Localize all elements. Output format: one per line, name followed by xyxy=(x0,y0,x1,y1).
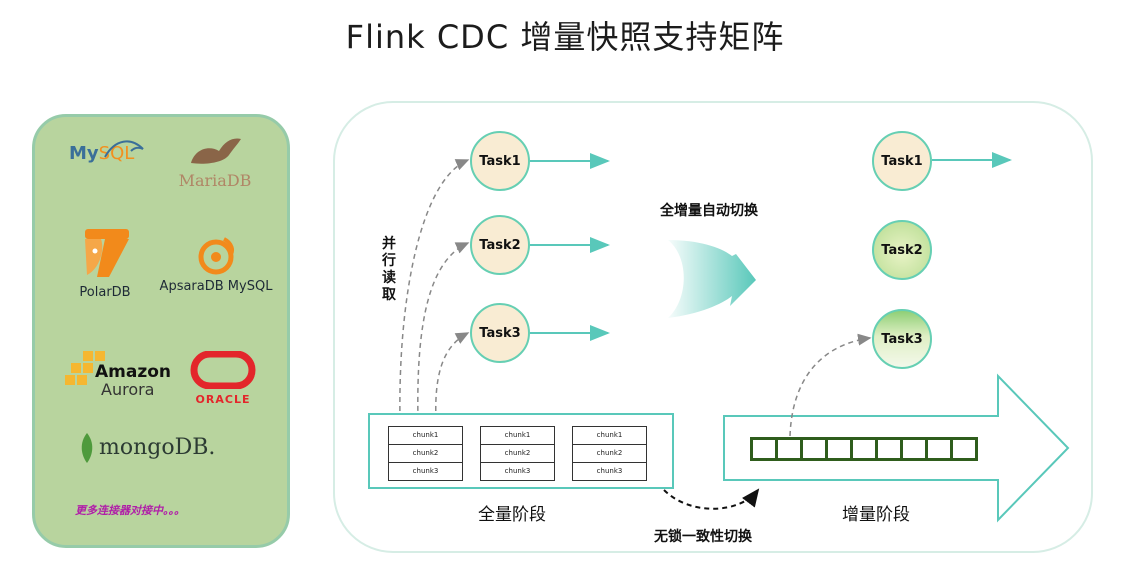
parallel-read-curve-3 xyxy=(435,332,470,421)
chunk-cell: chunk3 xyxy=(412,467,439,475)
queue-slot xyxy=(878,440,903,458)
binlog-queue xyxy=(750,437,978,461)
mongodb-label: mongoDB. xyxy=(99,435,216,460)
polardb-logo: PolarDB xyxy=(69,225,141,300)
lockfree-switch-label: 无锁一致性切换 xyxy=(654,529,752,545)
mariadb-label: MariaDB xyxy=(178,171,252,190)
parallel-read-curve-1 xyxy=(399,159,470,421)
incremental-read-curve xyxy=(789,333,872,437)
inc-task-1: Task1 xyxy=(872,131,932,191)
chunk-cell: chunk1 xyxy=(389,427,462,445)
more-connectors-note: 更多连接器对接中。。。 xyxy=(75,504,185,517)
inc-task-3: Task3 xyxy=(872,309,932,369)
oracle-label: ORACLE xyxy=(195,393,251,406)
seal-icon xyxy=(191,138,241,164)
apsaradb-logo: ApsaraDB MySQL xyxy=(155,235,277,294)
chunk-group-3: chunk1 chunk2 chunk3 xyxy=(572,426,647,481)
incremental-stage-label: 增量阶段 xyxy=(842,505,910,525)
lockfree-switch-curve xyxy=(663,488,760,510)
full-task-3: Task3 xyxy=(470,303,530,363)
dolphin-icon xyxy=(104,140,144,158)
inc-task-2: Task2 xyxy=(872,220,932,280)
mysql-logo: MySQL xyxy=(69,140,144,164)
leaf-icon xyxy=(81,433,93,463)
auto-switch-arrow xyxy=(668,240,756,318)
queue-slot xyxy=(903,440,928,458)
mysql-my: My xyxy=(69,143,99,164)
mariadb-logo: MariaDB xyxy=(173,133,257,190)
parallel-read-curve-2 xyxy=(417,242,470,421)
page-title: Flink CDC 增量快照支持矩阵 xyxy=(345,18,785,56)
queue-slot xyxy=(853,440,878,458)
chunk-cell: chunk1 xyxy=(481,427,554,445)
queue-slot xyxy=(828,440,853,458)
chunk-cell: chunk2 xyxy=(481,445,554,463)
aurora-label: Aurora xyxy=(101,380,155,399)
chunk-cell: chunk3 xyxy=(596,467,623,475)
apsaradb-label: ApsaraDB MySQL xyxy=(159,279,273,294)
parallel-read-label: 并行读取 xyxy=(382,236,396,303)
oracle-logo: ORACLE xyxy=(187,350,259,406)
queue-slot xyxy=(753,440,778,458)
supported-databases-panel: MySQL MariaDB PolarDB ApsaraDB MySQL xyxy=(32,114,290,548)
oracle-ring-icon xyxy=(190,350,256,390)
full-task-2: Task2 xyxy=(470,215,530,275)
chunk-cell: chunk2 xyxy=(389,445,462,463)
queue-slot xyxy=(953,440,975,458)
full-stage-label: 全量阶段 xyxy=(478,505,546,525)
full-task-1: Task1 xyxy=(470,131,530,191)
chunk-cell: chunk2 xyxy=(573,445,646,463)
polar-bear-icon xyxy=(85,229,129,277)
auto-switch-label: 全增量自动切换 xyxy=(660,203,758,219)
queue-slot xyxy=(778,440,803,458)
chunk-group-2: chunk1 chunk2 chunk3 xyxy=(480,426,555,481)
aws-cubes-icon xyxy=(65,351,105,385)
chunk-group-1: chunk1 chunk2 chunk3 xyxy=(388,426,463,481)
chunk-cell: chunk3 xyxy=(504,467,531,475)
chunk-cell: chunk1 xyxy=(573,427,646,445)
queue-slot xyxy=(803,440,828,458)
mysql-sql: SQL xyxy=(98,143,135,164)
apsara-dolphin-icon xyxy=(198,237,234,275)
amazon-label: Amazon xyxy=(95,362,172,382)
polardb-label: PolarDB xyxy=(79,285,131,300)
queue-slot xyxy=(928,440,953,458)
